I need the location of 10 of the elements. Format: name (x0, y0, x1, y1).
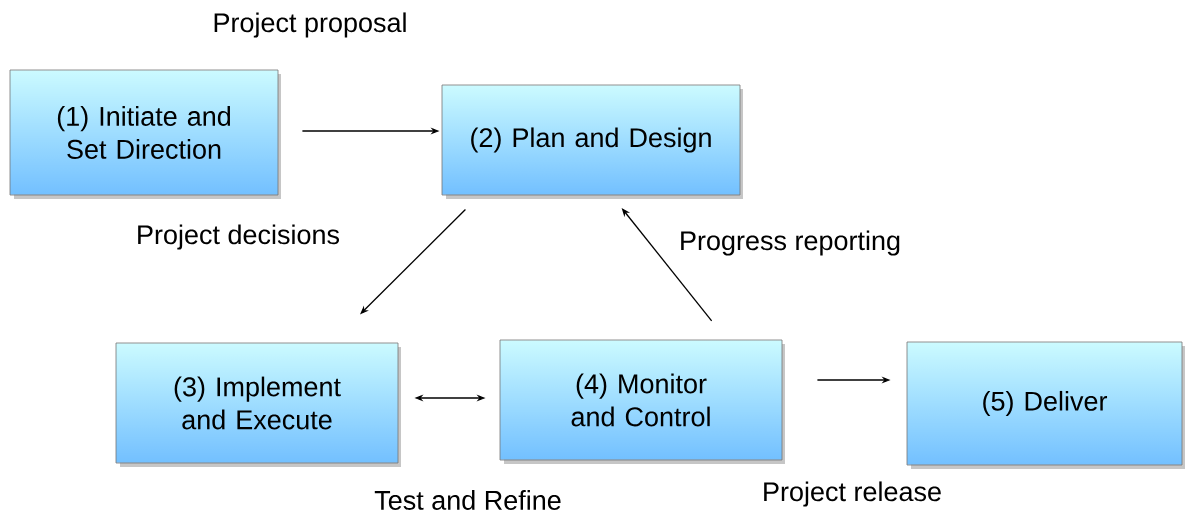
edge-label: Test and Refine (373, 489, 563, 511)
edge-label: Progress reporting (677, 229, 903, 257)
process-box: (1) Initiate and Set Direction (9, 69, 281, 199)
edge-label: Project decisions (134, 223, 342, 251)
process-box: (4) Monitor and Control (499, 339, 785, 464)
process-box: (2) Plan and Design (441, 84, 743, 199)
process-box: (3) Implement and Execute (115, 342, 401, 467)
edge-label: Project release (760, 480, 944, 508)
edge-label: Project proposal (211, 11, 409, 39)
process-box: (5) Deliver (906, 341, 1185, 469)
